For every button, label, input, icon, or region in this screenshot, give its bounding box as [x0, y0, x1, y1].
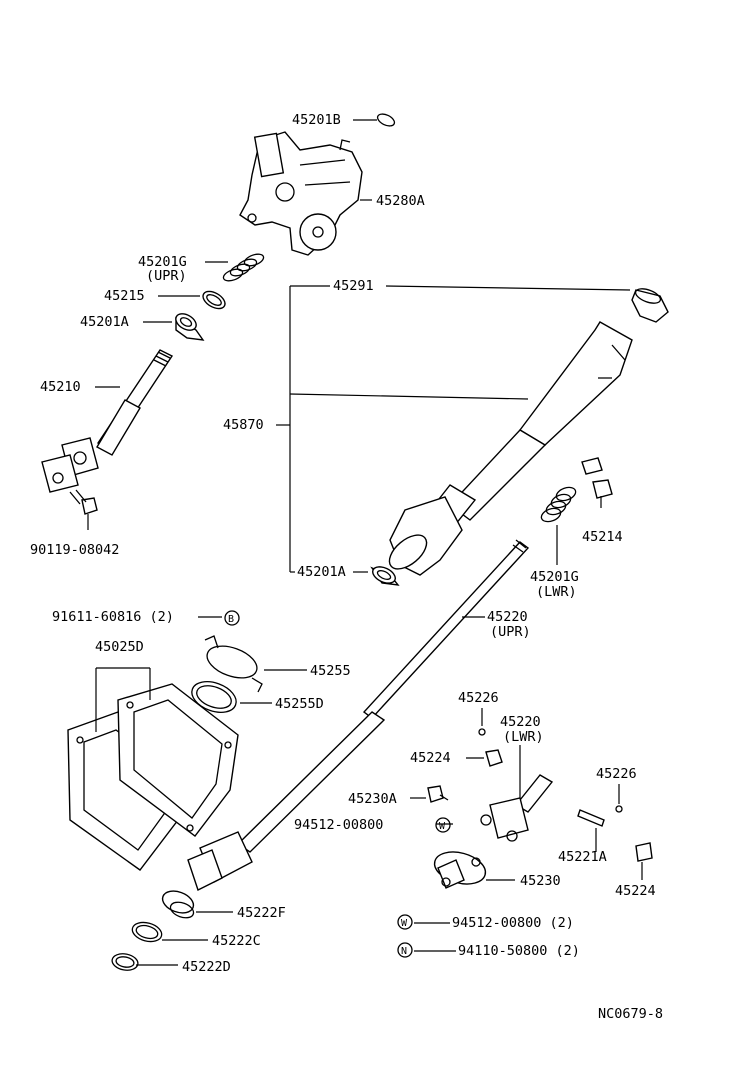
part-45201A-upper-bearing: [175, 313, 205, 341]
label-45224-a: 45224: [410, 750, 451, 766]
label-45201A-top: 45201A: [80, 314, 129, 330]
symbol-B-circle: B: [224, 610, 240, 626]
symbol-W-circle-a: W: [435, 817, 451, 833]
svg-text:W: W: [401, 918, 408, 929]
label-45222F: 45222F: [237, 905, 286, 921]
label-45210: 45210: [40, 379, 81, 395]
part-45230-coupling: [433, 851, 487, 889]
label-45230: 45230: [520, 873, 561, 889]
part-45291-cap: [631, 288, 669, 323]
part-45221A-pin: [577, 809, 605, 827]
part-45201G-upr-spring: [222, 253, 265, 282]
leader-lines: [87, 119, 643, 966]
label-45226-b: 45226: [596, 766, 637, 782]
label-45255D: 45255D: [275, 696, 324, 712]
label-45025D: 45025D: [95, 639, 144, 655]
label-94110: 94110-50800 (2): [458, 943, 580, 959]
label-45220-lwr-sub: (LWR): [503, 729, 544, 745]
part-45224-nut-a: [485, 749, 503, 767]
drawing-reference: NC0679-8: [598, 1006, 663, 1022]
part-45255-clamp: [204, 635, 263, 693]
label-45201G-lwr: 45201G: [530, 569, 579, 585]
svg-text:W: W: [439, 821, 446, 832]
part-45210-shaft-ujoint: [41, 349, 174, 493]
svg-text:N: N: [401, 946, 407, 957]
part-45201A-lower-bearing: [370, 566, 400, 586]
label-45224-b: 45224: [615, 883, 656, 899]
label-45214: 45214: [582, 529, 623, 545]
part-45222D-ring: [111, 953, 139, 971]
label-45201G-upr: 45201G: [138, 254, 187, 270]
part-45220-lwr-yoke: [480, 774, 554, 842]
part-45226-pin-b: [615, 805, 623, 813]
label-45870: 45870: [223, 417, 264, 433]
label-45221A: 45221A: [558, 849, 607, 865]
label-45215: 45215: [104, 288, 145, 304]
part-45025D-gaskets: [67, 683, 239, 871]
svg-text:B: B: [228, 614, 234, 625]
label-45201A-bot: 45201A: [297, 564, 346, 580]
label-45280A: 45280A: [376, 193, 425, 209]
part-90119-bolt: [69, 489, 98, 515]
symbol-N-circle: N: [397, 942, 413, 958]
part-45201B-clip: [376, 113, 396, 127]
part-45230A-bolt: [427, 785, 449, 803]
symbol-W-circle-b: W: [397, 914, 413, 930]
label-45201G-upr-sub: (UPR): [146, 268, 187, 284]
label-91611: 91611-60816 (2): [52, 609, 174, 625]
part-45222F-seal: [161, 890, 195, 919]
label-45220-upr: 45220: [487, 609, 528, 625]
label-45255: 45255: [310, 663, 351, 679]
label-45220-upr-sub: (UPR): [490, 624, 531, 640]
label-45222C: 45222C: [212, 933, 261, 949]
part-45224-nut-b: [635, 842, 653, 862]
label-94512-b: 94512-00800 (2): [452, 915, 574, 931]
label-45222D: 45222D: [182, 959, 231, 975]
label-45230A: 45230A: [348, 791, 397, 807]
part-45222C-ring: [131, 921, 163, 943]
part-45215-ring: [202, 290, 226, 310]
label-45201B: 45201B: [292, 112, 341, 128]
label-45226-a: 45226: [458, 690, 499, 706]
part-45280A-lock-housing: [239, 131, 363, 256]
label-90119: 90119-08042: [30, 542, 119, 558]
label-45291: 45291: [333, 278, 374, 294]
part-45214-clips: [581, 457, 613, 499]
part-labels: 45201B 45280A 45201G (UPR) 45215 45201A …: [30, 112, 663, 1022]
part-45201G-lwr-spring: [540, 486, 577, 523]
part-45255D-ring: [191, 681, 237, 713]
part-45220-upr-shaft: [187, 539, 530, 891]
part-45870-column-tube: [388, 321, 633, 576]
part-45226-pin-a: [478, 728, 486, 736]
label-45201G-lwr-sub: (LWR): [536, 584, 577, 600]
label-94512-a: 94512-00800: [294, 817, 383, 833]
label-45220-lwr: 45220: [500, 714, 541, 730]
